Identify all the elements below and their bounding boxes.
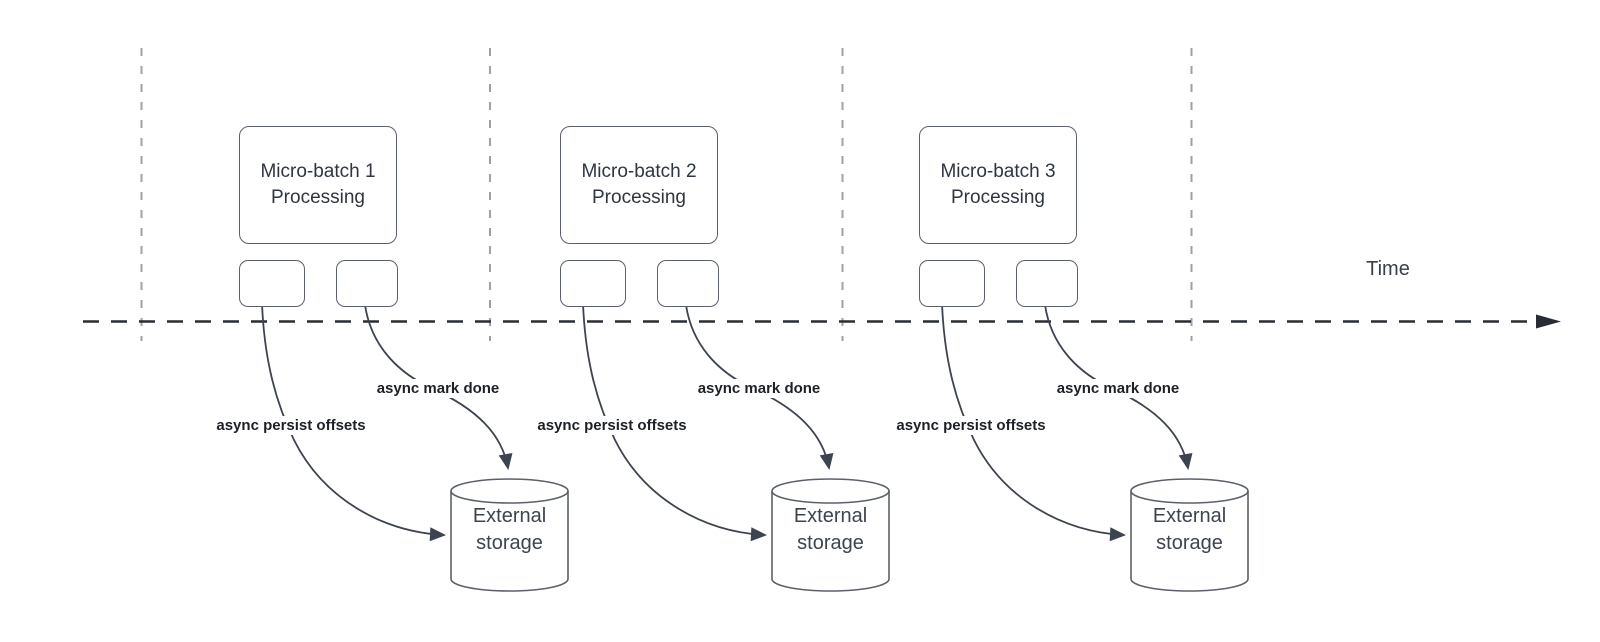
storage-label-line1: External: [793, 505, 868, 527]
time-axis-label: Time: [1366, 258, 1410, 280]
mark-done-box: [657, 260, 719, 307]
batch-title-line2: Processing: [951, 187, 1045, 208]
persist-offsets-box: [919, 260, 985, 307]
micro-batch-processing-box: Micro-batch 3 Processing: [919, 126, 1077, 244]
batch-title-line2: Processing: [271, 187, 365, 208]
persist-offsets-arrow: [261, 303, 446, 542]
storage-label-line2: storage: [1156, 532, 1223, 554]
micro-batch-processing-box: Micro-batch 1 Processing: [239, 126, 397, 244]
batch-title-line1: Micro-batch 2: [581, 161, 697, 182]
persist-offsets-box: [239, 260, 305, 307]
micro-batch-section-2: Micro-batch 2 Processing async mark done…: [522, 0, 920, 642]
persist-offsets-box: [560, 260, 626, 307]
mark-done-box: [336, 260, 398, 307]
mark-done-label: async mark done: [686, 379, 832, 398]
persist-offsets-arrow: [941, 303, 1126, 542]
mark-done-label: async mark done: [365, 379, 511, 398]
storage-label-line1: External: [472, 505, 547, 527]
batch-title-line2: Processing: [592, 187, 686, 208]
storage-label-line2: storage: [476, 532, 543, 554]
persist-offsets-label: async persist offsets: [881, 416, 1061, 435]
mark-done-box: [1016, 260, 1078, 307]
micro-batch-section-3: Micro-batch 3 Processing async mark done…: [881, 0, 1279, 642]
mark-done-label: async mark done: [1045, 379, 1191, 398]
external-storage-cylinder: [450, 478, 569, 592]
external-storage-cylinder: [771, 478, 890, 592]
persist-offsets-label: async persist offsets: [522, 416, 702, 435]
storage-label-line1: External: [1152, 505, 1227, 527]
batch-title-line1: Micro-batch 3: [940, 161, 1056, 182]
batch-title-line1: Micro-batch 1: [260, 161, 376, 182]
external-storage-cylinder: [1130, 478, 1249, 592]
external-storage-label: External storage: [451, 503, 568, 557]
external-storage-label: External storage: [1131, 503, 1248, 557]
micro-batch-processing-box: Micro-batch 2 Processing: [560, 126, 718, 244]
micro-batch-section-1: Micro-batch 1 Processing async mark done…: [201, 0, 599, 642]
persist-offsets-label: async persist offsets: [201, 416, 381, 435]
persist-offsets-arrow: [582, 303, 767, 542]
storage-label-line2: storage: [797, 532, 864, 554]
external-storage-label: External storage: [772, 503, 889, 557]
